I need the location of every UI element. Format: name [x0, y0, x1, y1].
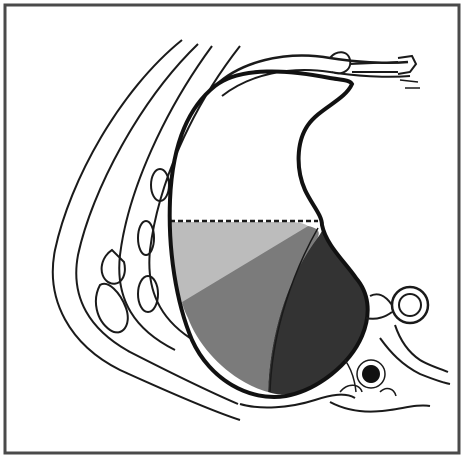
vertebra-process: [366, 294, 392, 318]
vertebra-lower-structure-2: [380, 338, 450, 384]
rib-cross-section-1: [151, 169, 169, 201]
clavicle-tip: [398, 56, 416, 74]
clavicle-end: [330, 52, 350, 73]
vertebra-lower-structure: [395, 325, 448, 372]
bottom-structure-right: [330, 402, 430, 412]
bottom-structure-small: [340, 385, 396, 396]
vertebra-outer-ring: [392, 287, 428, 323]
clavicle-right-detail: [400, 80, 420, 88]
vessel-dark-dot: [362, 365, 380, 383]
vertebra-inner-ring: [399, 294, 421, 316]
rib-cross-section-5: [102, 250, 125, 284]
